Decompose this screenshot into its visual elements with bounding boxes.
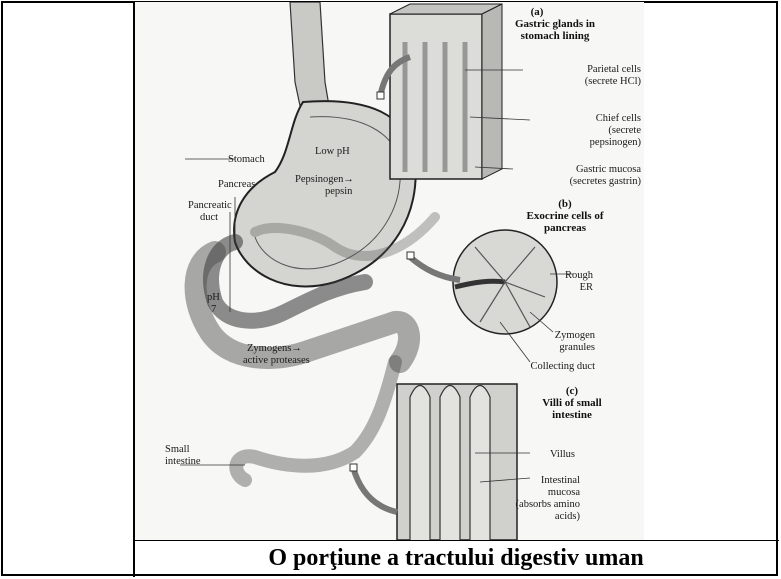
intestinal-mucosa-label-4: acids) xyxy=(555,511,581,522)
rough-er-label-1: Rough xyxy=(565,270,594,281)
panel-b-title-1: Exocrine cells of xyxy=(527,210,604,222)
low-ph-label: Low pH xyxy=(315,146,350,157)
panel-a-letter: (a) xyxy=(531,6,544,18)
villi-block xyxy=(397,384,517,540)
intestinal-mucosa-label-2: mucosa xyxy=(548,487,580,498)
pancreatic-duct-label-2: duct xyxy=(200,212,218,223)
pancreas-label: Pancreas xyxy=(218,179,255,190)
small-intestine-tube xyxy=(236,362,395,480)
marker-stomach xyxy=(377,92,384,99)
collecting-duct-label: Collecting duct xyxy=(531,361,596,372)
ph7-label-2: 7 xyxy=(211,304,216,315)
zymogens-label-1: Zymogens→ xyxy=(247,343,302,354)
chief-label-1: Chief cells xyxy=(596,113,641,124)
panel-a-title-1: Gastric glands in xyxy=(515,18,595,30)
parietal-label-2: (secrete HCl) xyxy=(585,76,642,87)
panel-a-title-2: stomach lining xyxy=(521,30,590,42)
gastric-mucosa-label-1: Gastric mucosa xyxy=(576,164,641,175)
pepsinogen-label-1: Pepsinogen→ xyxy=(295,174,354,185)
parietal-label-1: Parietal cells xyxy=(587,64,641,75)
digestive-tract-figure: (a) Gastric glands in stomach lining Par… xyxy=(133,2,644,540)
intestinal-mucosa-label-1: Intestinal xyxy=(541,475,580,486)
arrow-to-villi xyxy=(353,467,397,512)
small-intestine-label-1: Small xyxy=(165,444,190,455)
pancreatic-acinus xyxy=(453,230,557,334)
zymogens-label-2: active proteases xyxy=(243,355,310,366)
small-intestine-label-2: intestine xyxy=(165,456,201,467)
panel-c-title-2: intestine xyxy=(552,409,592,421)
marker-intestine xyxy=(350,464,357,471)
ph7-label-1: pH xyxy=(207,292,220,303)
intestinal-mucosa-label-3: (absorbs amino xyxy=(516,499,580,510)
panel-c-letter: (c) xyxy=(566,385,579,397)
chief-label-3: pepsinogen) xyxy=(590,137,642,148)
pepsinogen-label-2: pepsin xyxy=(325,186,353,197)
zymogen-label-1: Zymogen xyxy=(555,330,596,341)
panel-b-title-2: pancreas xyxy=(544,222,587,234)
zymogen-label-2: granules xyxy=(559,342,595,353)
arrow-to-acinus xyxy=(410,257,460,280)
pancreatic-duct-label-1: Pancreatic xyxy=(188,200,232,211)
villus-label: Villus xyxy=(550,449,575,460)
panel-c-title-1: Villi of small xyxy=(542,397,601,409)
gastric-gland-block xyxy=(390,4,502,179)
stomach-label: Stomach xyxy=(228,154,265,165)
marker-pancreas xyxy=(407,252,414,259)
rough-er-label-2: ER xyxy=(580,282,593,293)
digestive-illustration: (a) Gastric glands in stomach lining Par… xyxy=(135,2,644,540)
chief-label-2: (secrete xyxy=(608,125,641,136)
slide-caption: O porţiune a tractului digestiv uman xyxy=(133,545,779,572)
gastric-mucosa-label-2: (secretes gastrin) xyxy=(570,176,642,187)
panel-b-letter: (b) xyxy=(558,198,572,210)
